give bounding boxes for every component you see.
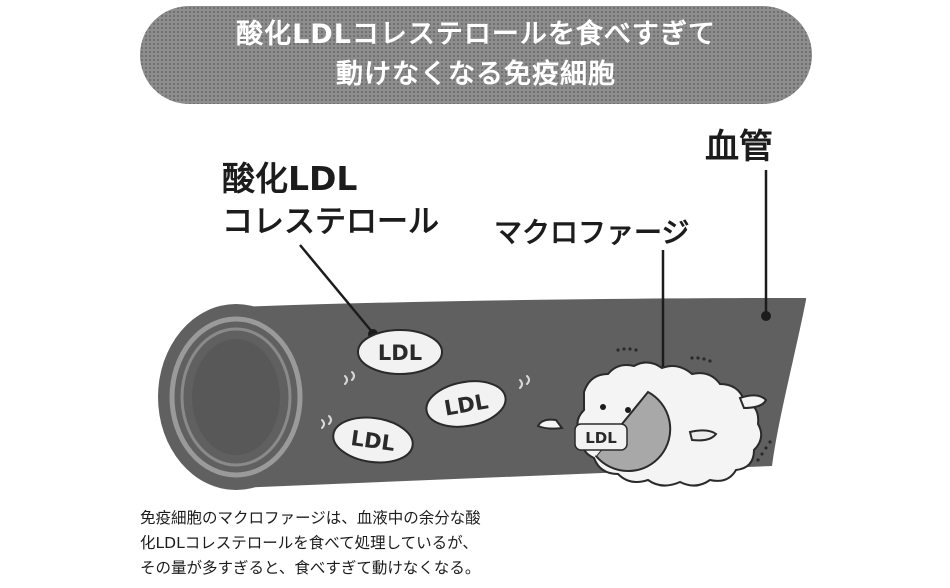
caption-line-2: 化LDLコレステロールを食べて処理しているが、 [140,534,478,552]
title-line-1: 酸化LDLコレステロールを食べすぎて [236,19,716,50]
label-oxidized-ldl-line1: 酸化LDL [222,159,357,198]
caption: 免疫細胞のマクロファージは、血液中の余分な酸 化LDLコレステロールを食べて処理… [140,506,660,581]
ldl-particle-1: LDL [357,329,443,375]
label-blood-vessel: 血管 [705,127,773,167]
caption-line-3: その量が多すぎると、食べすぎて動けなくなる。 [140,559,481,577]
macrophage-eye-left [600,404,606,410]
title-banner: 酸化LDLコレステロールを食べすぎて 動けなくなる免疫細胞 [140,6,812,104]
label-oxidized-ldl-line2: コレステロール [222,204,439,240]
macrophage-ldl-label: LDL [585,429,617,447]
title-line-2: 動けなくなる免疫細胞 [336,59,616,90]
label-macrophage: マクロファージ [494,216,689,249]
caption-line-1: 免疫細胞のマクロファージは、血液中の余分な酸 [140,509,481,527]
ldl-particle-3: LDL [332,416,414,464]
ldl-particle-1-label: LDL [378,341,422,365]
ldl-particle-2: LDL [425,380,507,428]
macrophage-eye-right [625,407,631,413]
leader-lines [299,170,768,378]
motion-dots [616,347,772,462]
leader-dot-vessel [761,311,771,321]
macrophage-cell: LDL [536,361,768,487]
motion-marks [321,371,530,429]
